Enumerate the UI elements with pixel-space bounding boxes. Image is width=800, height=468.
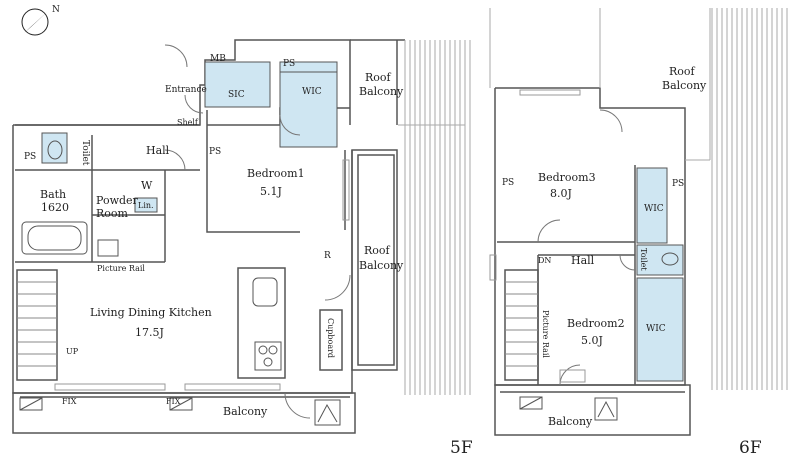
powder-room-line2: Room [96,207,128,220]
closets-6f [636,167,684,382]
roof-balcony-top-line2: Balcony [359,85,404,98]
bathtub-icon [21,221,88,255]
toilet-6f-icon [661,252,679,266]
bedroom1-name: Bedroom1 [247,167,305,180]
stairs-5f [17,281,57,367]
washer-label: W [141,179,153,192]
bedroom3-name: Bedroom3 [538,171,596,184]
ps-top-label: PS [283,59,296,69]
floor-6f-walls [494,87,691,436]
roof-hatch-6f [489,8,788,390]
windows-6f [489,89,586,383]
roof-balcony-mid-line1: Roof [364,244,390,257]
roof-balcony-mid-line2: Balcony [359,259,404,272]
floor-5f-label: 5F [450,438,473,458]
hall-label: Hall [146,144,170,157]
dn-label: DN [538,256,552,265]
wic-6f-bottom-label: WIC [646,324,666,334]
floor-6f-label: 6F [739,438,762,458]
roof-hatch-5f [398,40,471,395]
balcony-6f-label: Balcony [548,415,593,428]
picture-rail-label: Picture Rail [97,264,145,273]
bath-size: 1620 [41,201,69,214]
wic-label: WIC [302,87,322,97]
ps-6f-left-label: PS [502,178,515,188]
balcony-5f-label: Balcony [223,405,268,418]
roof-balcony-top-line1: Roof [365,71,391,84]
wic-6f-top-label: WIC [644,204,664,214]
sic-label: SIC [228,90,245,100]
hall-6f-label: Hall [571,254,595,267]
roof-balcony-6f-line2: Balcony [662,79,707,92]
shelf-label: Shelf [177,118,198,127]
balcony-units-6f [519,396,618,421]
closets-5f [41,61,338,213]
ps-6f-right-label: PS [672,179,685,189]
kitchen-fixtures [97,239,282,371]
up-label: UP [66,347,79,356]
toilet-label: Toilet [80,140,90,166]
fix-left-label: FIX [62,397,77,406]
ldk-name: Living Dining Kitchen [90,306,212,319]
doors-5f [164,44,351,419]
powder-room-line1: Powder [96,194,138,207]
windows-5f [54,159,350,391]
floor-5f-walls [12,39,405,434]
roof-balcony-6f-line1: Roof [669,65,695,78]
fix-right-label: FIX [166,397,181,406]
bedroom3-size: 8.0J [550,187,572,200]
r-mark: R [324,251,331,261]
ps-left-label: PS [24,152,37,162]
picture-rail-6f-label: Picture Rail [541,310,550,358]
north-label: N [52,5,60,15]
stairs-6f [505,281,538,367]
cupboard-label: Cupboard [326,318,335,359]
doors-6f [537,109,636,386]
bedroom2-size: 5.0J [581,334,603,347]
toilet-6f-label: Toilet [639,248,648,271]
bedroom2-name: Bedroom2 [567,317,625,330]
bedroom1-size: 5.1J [260,185,282,198]
mb-label: MB [210,54,226,64]
entrance-label: Entrance [165,85,207,95]
linen-label: Lin. [138,201,154,210]
ps-mid-label: PS [209,147,222,157]
compass-icon [21,8,49,36]
bath-name: Bath [40,188,67,201]
balcony-units-5f [19,397,341,426]
ldk-size: 17.5J [135,326,164,339]
toilet-icon [47,140,63,160]
